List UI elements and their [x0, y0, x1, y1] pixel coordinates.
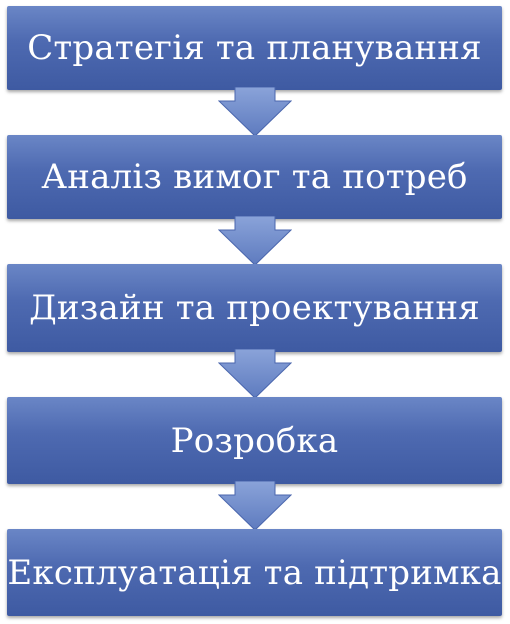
step-operation-support: Експлуатація та підтримка	[7, 529, 502, 616]
step-label: Експлуатація та підтримка	[7, 552, 502, 593]
step-design: Дизайн та проектування	[7, 264, 502, 352]
step-label: Розробка	[170, 420, 339, 461]
down-arrow-icon	[218, 349, 292, 399]
step-label: Дизайн та проектування	[29, 288, 480, 328]
down-arrow-icon	[218, 87, 292, 137]
down-arrow-icon	[218, 481, 292, 531]
step-requirements-analysis: Аналіз вимог та потреб	[7, 135, 502, 219]
step-label: Аналіз вимог та потреб	[41, 157, 468, 197]
down-arrow-icon	[218, 216, 292, 266]
step-development: Розробка	[7, 397, 502, 484]
step-label: Стратегія та планування	[27, 28, 482, 68]
step-strategy-planning: Стратегія та планування	[7, 6, 502, 90]
